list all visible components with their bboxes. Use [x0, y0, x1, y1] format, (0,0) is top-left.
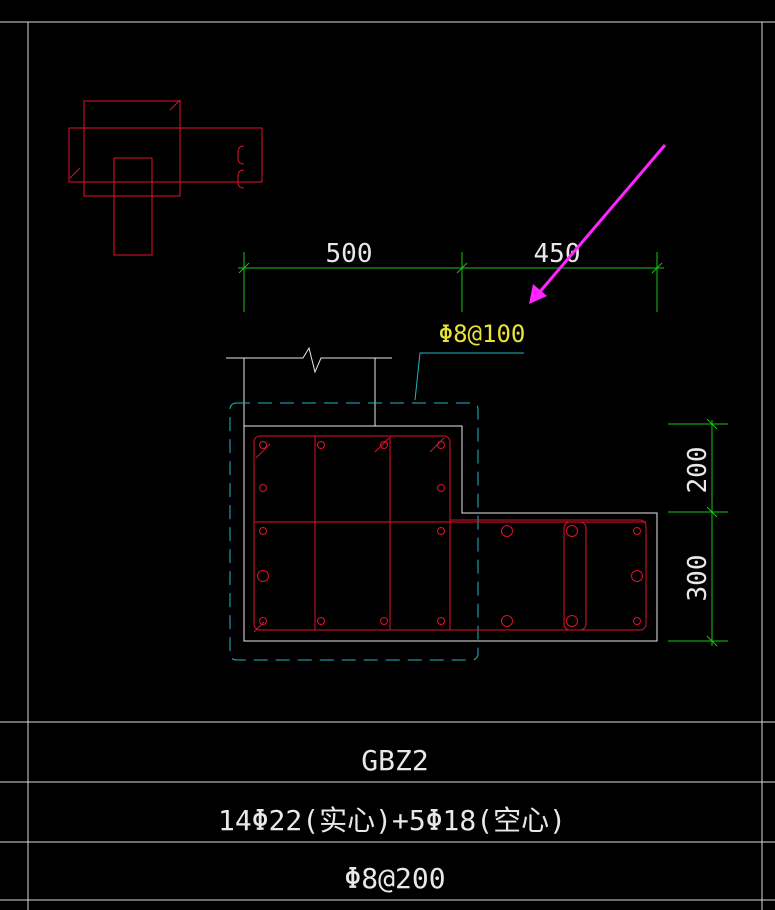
dim-right-lower-label: 300	[683, 555, 713, 602]
table-stirrup-cell: Φ8@200	[344, 862, 445, 895]
rebar-hollow	[631, 570, 643, 582]
break-line-icon	[226, 346, 392, 426]
rebar-solid	[437, 484, 445, 492]
stirrup-leader-line	[414, 352, 524, 401]
rebar-solid	[259, 484, 267, 492]
rebar-hollow	[501, 615, 513, 627]
rebar-hollow	[257, 570, 269, 582]
rebar-hollow	[566, 525, 578, 537]
rebar-solid	[317, 617, 325, 625]
dim-top-left-label: 500	[326, 239, 373, 269]
rebar-solid	[259, 617, 267, 625]
rebar-solid	[437, 527, 445, 535]
rebar-points	[257, 441, 643, 627]
rebar-hollow	[566, 615, 578, 627]
rebar-solid	[633, 617, 641, 625]
key-plan-icon	[68, 99, 263, 256]
rebar-hollow	[501, 525, 513, 537]
table-longitudinal-rebar-cell: 14Φ22(实心)+5Φ18(空心)	[218, 804, 566, 837]
rebar-solid	[633, 527, 641, 535]
top-dimension-line	[238, 252, 664, 312]
rebar-solid	[259, 527, 267, 535]
dim-right-upper-label: 200	[683, 447, 713, 494]
boundary-dashed-outline	[229, 402, 479, 661]
stirrup-spec-label: Φ8@100	[439, 320, 526, 348]
rebar-solid	[259, 441, 267, 449]
rebar-cage	[253, 435, 647, 633]
table-name-cell: GBZ2	[361, 744, 428, 777]
rebar-solid	[317, 441, 325, 449]
pointer-arrow-icon	[529, 144, 667, 304]
rebar-solid	[437, 617, 445, 625]
rebar-solid	[437, 441, 445, 449]
column-outline	[243, 425, 658, 642]
drawing-frame	[0, 21, 775, 910]
right-dimension-line	[668, 418, 728, 647]
rebar-solid	[380, 441, 388, 449]
rebar-solid	[380, 617, 388, 625]
